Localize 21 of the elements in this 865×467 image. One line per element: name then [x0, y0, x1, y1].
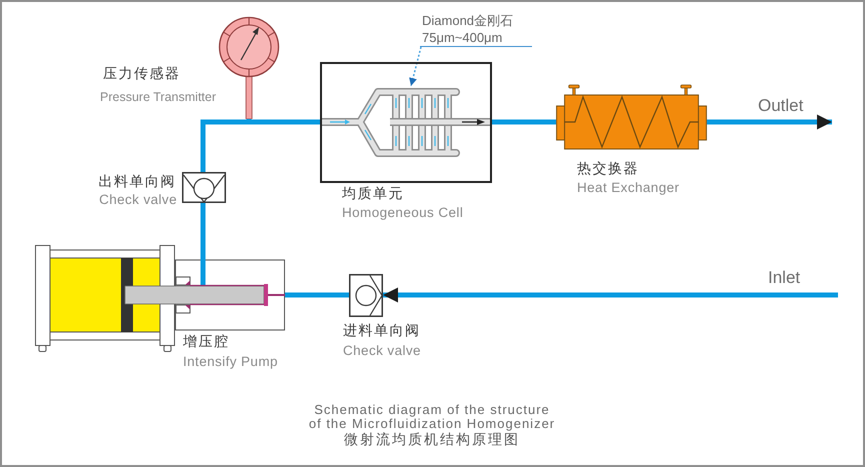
- component-label: Heat Exchanger: [577, 179, 680, 196]
- pipe: [707, 114, 832, 130]
- component-label: Intensify Pump: [183, 353, 278, 370]
- pipe: [285, 292, 349, 298]
- component-label: Check valve: [343, 342, 421, 359]
- pipe: [383, 288, 838, 302]
- component-label: Check valve: [99, 191, 177, 208]
- pipe: [200, 203, 206, 245]
- component-label: 出料单向阀: [98, 173, 176, 190]
- component-label: 压力传感器: [103, 65, 180, 82]
- pipe: [492, 120, 556, 124]
- caption: 微射流均质机结构原理图: [343, 431, 521, 447]
- component-label: Pressure Transmitter: [100, 89, 216, 106]
- callout-text: Diamond金刚石 75μm~400μm: [420, 12, 532, 47]
- caption: Schematic diagram of the structure of the Microfluidization Homogenizer: [308, 403, 556, 431]
- component-label: 进料单向阀: [343, 322, 420, 339]
- component-label: Homogeneous Cell: [342, 204, 464, 221]
- component-label: 均质单元: [342, 185, 404, 202]
- leader-line: [409, 46, 422, 86]
- component-label: 增压腔: [183, 333, 230, 350]
- component-label: 热交换器: [577, 160, 639, 177]
